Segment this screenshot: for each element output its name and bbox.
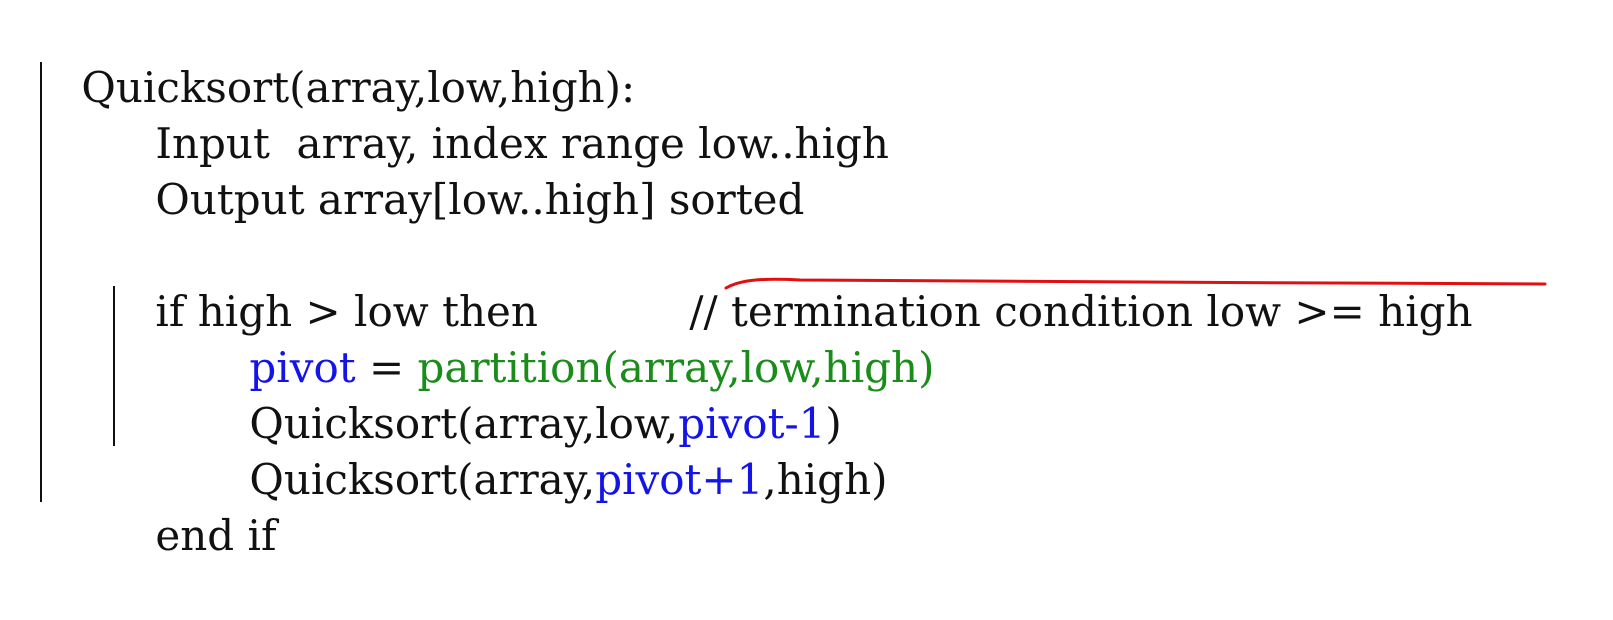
left-recursion-call-end: )	[825, 399, 842, 448]
if-condition-text: if high > low then	[155, 287, 538, 336]
pseudocode-block: Quicksort(array,low,high): Input array, …	[28, 4, 1547, 560]
outer-block-guide	[40, 62, 42, 502]
function-signature: Quicksort(array,low,high):	[28, 4, 635, 112]
assignment-operator: =	[355, 343, 418, 392]
red-underline-annotation	[724, 277, 1547, 290]
output-line-text: Output array[low..high] sorted	[155, 175, 805, 224]
right-recursion-line: Quicksort(array,pivot+1,high)	[196, 396, 887, 504]
output-line: Output array[low..high] sorted	[102, 116, 804, 224]
pivot-assignment-line: pivot = partition(array,low,high)	[196, 284, 934, 392]
input-line: Input array, index range low..high	[102, 60, 889, 168]
pivot-plus-one: pivot+1	[595, 455, 764, 504]
right-recursion-call-start: Quicksort(array,	[249, 455, 596, 504]
left-recursion-line: Quicksort(array,low,pivot-1)	[196, 340, 841, 448]
if-condition-line: if high > low then	[102, 228, 538, 336]
pivot-minus-one: pivot-1	[678, 399, 826, 448]
end-if-text: end if	[155, 511, 277, 560]
input-line-text: Input array, index range low..high	[155, 119, 889, 168]
function-signature-text: Quicksort(array,low,high):	[81, 63, 636, 112]
pivot-variable: pivot	[249, 343, 356, 392]
inner-block-guide	[113, 286, 115, 446]
termination-comment-text: // termination condition low >= high	[689, 287, 1473, 336]
termination-comment: // termination condition low >= high	[636, 228, 1472, 336]
left-recursion-call-start: Quicksort(array,low,	[249, 399, 679, 448]
end-if-line: end if	[102, 452, 276, 560]
partition-call: partition(array,low,high)	[417, 343, 935, 392]
right-recursion-call-end: ,high)	[763, 455, 888, 504]
